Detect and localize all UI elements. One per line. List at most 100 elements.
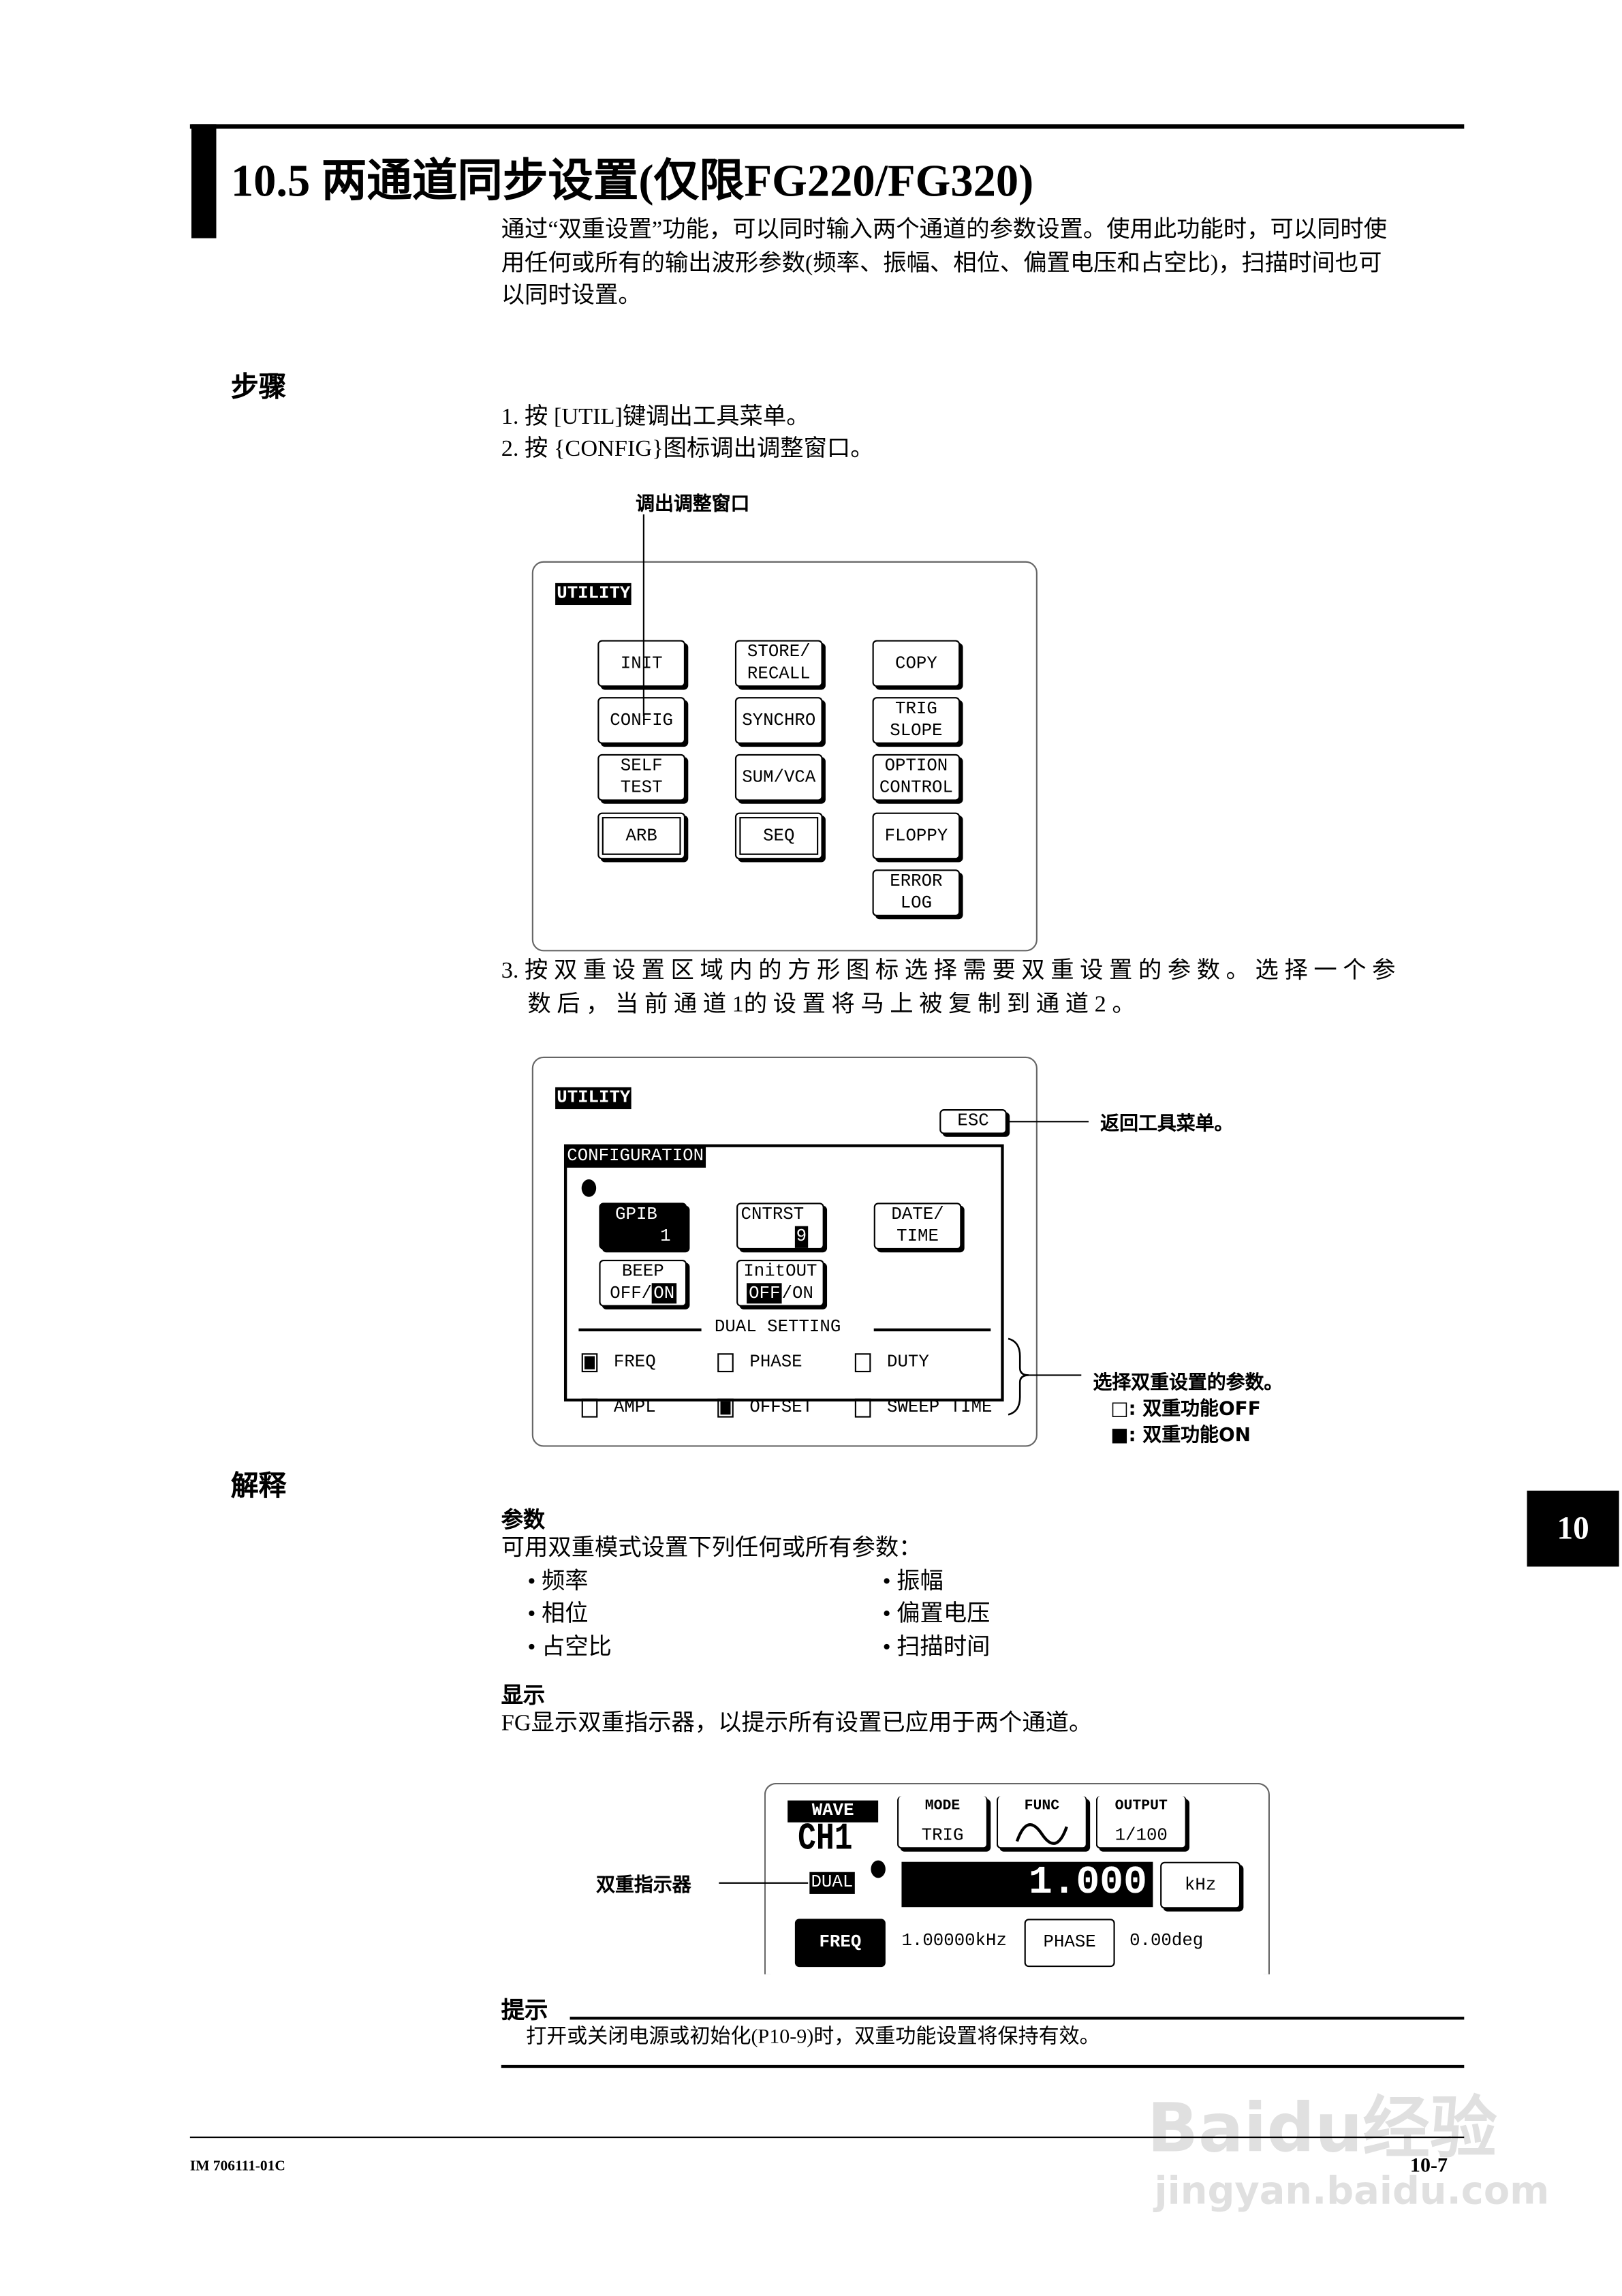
dual-option-label: DUTY (887, 1352, 929, 1373)
seq-button[interactable]: SEQ (734, 812, 823, 860)
note-rule-top (570, 2017, 1465, 2019)
channel-label: CH1 (798, 1816, 853, 1861)
value-display[interactable]: 1.000 (901, 1861, 1153, 1908)
knob-indicator-icon (871, 1860, 886, 1878)
func-label: FUNC (1024, 1799, 1060, 1816)
dual-callout-line (719, 1882, 809, 1884)
mode-label: MODE (924, 1799, 961, 1816)
watermark-url: jingyan.baidu.com (1154, 2170, 1550, 2214)
dual-indicator: DUAL (809, 1872, 855, 1894)
utility-title: UTILITY (555, 583, 632, 606)
dual-sweep-time-checkbox[interactable] (854, 1398, 871, 1418)
sine-wave-icon (1015, 1823, 1068, 1845)
freq-button[interactable]: FREQ (794, 1919, 886, 1968)
param-item: • 振幅 (882, 1569, 943, 1595)
config-button[interactable]: CONFIG (597, 697, 686, 744)
intro-line-1: 通过“双重设置”功能，可以同时输入两个通道的参数设置。使用此功能时，可以同时使 (501, 217, 1388, 243)
top-rule (189, 124, 1465, 129)
section-marker-bar (191, 124, 217, 238)
phase-label: PHASE (1043, 1932, 1096, 1953)
params-text: 可用双重模式设置下列任何或所有参数： (501, 1536, 922, 1561)
init-out-label: InitOUT (743, 1261, 817, 1282)
mode-value: TRIG (921, 1825, 964, 1846)
init-out-off-selected: OFF (747, 1283, 782, 1304)
store-recall-button[interactable]: STORE/RECALL (734, 640, 823, 687)
wave-label: WAVE (787, 1800, 879, 1822)
copy-button[interactable]: COPY (872, 640, 961, 687)
knob-indicator-icon (581, 1179, 597, 1197)
func-button[interactable]: FUNC (996, 1796, 1087, 1849)
synchro-button[interactable]: SYNCHRO (734, 697, 823, 744)
params-heading: 参数 (501, 1506, 546, 1534)
dual-phase-checkbox[interactable] (717, 1353, 734, 1373)
gpib-value: 1 (660, 1226, 671, 1247)
note-rule-bottom (501, 2064, 1465, 2068)
esc-label: ESC (957, 1111, 989, 1132)
button-label: STORE/ (747, 641, 811, 662)
param-item: • 相位 (527, 1601, 589, 1627)
config-callout: 调出调整窗口 (636, 494, 750, 516)
button-label: CONTROL (879, 777, 953, 798)
button-label: LOG (900, 893, 933, 914)
watermark-logo: Baidu经验 (1147, 2088, 1497, 2168)
footer-rule (189, 2136, 1465, 2139)
button-label: SYNCHRO (742, 709, 816, 730)
param-item: • 频率 (527, 1569, 589, 1595)
contrast-value: 9 (794, 1226, 809, 1248)
floppy-button[interactable]: FLOPPY (872, 812, 961, 860)
explanation-heading: 解释 (230, 1470, 287, 1503)
date-time-button[interactable]: DATE/TIME (873, 1203, 962, 1250)
dual-callout: 选择双重设置的参数。 (1093, 1372, 1283, 1395)
button-label: ARB (625, 824, 657, 846)
config-screen-title: UTILITY (555, 1087, 632, 1110)
init-button[interactable]: INIT (597, 640, 686, 687)
button-label: SLOPE (890, 720, 943, 741)
phase-button[interactable]: PHASE (1024, 1919, 1115, 1968)
button-label: TRIG (895, 698, 937, 719)
beep-off: OFF (610, 1283, 642, 1304)
display-text: FG显示双重指示器，以提示所有设置已应用于两个通道。 (501, 1711, 1093, 1737)
dual-freq-checkbox[interactable] (581, 1353, 598, 1373)
dual-duty-checkbox[interactable] (854, 1353, 871, 1373)
button-label: CONFIG (610, 709, 674, 730)
init-out-sep: / (781, 1283, 793, 1304)
button-label: SELF (620, 755, 663, 776)
mode-button[interactable]: MODE TRIG (897, 1796, 988, 1849)
callout-line (642, 514, 644, 717)
arb-button[interactable]: ARB (597, 812, 686, 860)
dual-option-label: AMPL (613, 1397, 656, 1418)
beep-on-selected: ON (652, 1283, 676, 1304)
utility-screen: UTILITY INIT STORE/RECALL COPY CONFIG SYNCHR… (531, 561, 1038, 952)
param-item: • 偏置电压 (882, 1601, 991, 1627)
output-value: 1/100 (1114, 1825, 1168, 1846)
step-1: 1. 按 [UTIL]键调出工具菜单。 (501, 405, 810, 430)
time-label: TIME (896, 1226, 939, 1247)
sum-vca-button[interactable]: SUM/VCA (734, 754, 823, 801)
chapter-tab: 10 (1527, 1490, 1619, 1567)
button-label: ERROR (890, 871, 943, 892)
step-3-line-2: 数 后 ， 当 前 通 道 1的 设 置 将 马 上 被 复 制 到 通 道 2… (527, 992, 1136, 1017)
unit-button[interactable]: kHz (1160, 1861, 1241, 1909)
intro-line-3: 以同时设置。 (501, 283, 642, 309)
section-title: 10.5 两通道同步设置(仅限FG220/FG320) (230, 155, 1034, 206)
dual-offset-checkbox[interactable] (717, 1398, 734, 1418)
phase-value: 0.00deg (1129, 1930, 1204, 1951)
button-label: FLOPPY (884, 824, 948, 846)
note-heading: 提示 (501, 1996, 548, 2024)
unit-label: kHz (1184, 1874, 1217, 1895)
dual-ampl-checkbox[interactable] (581, 1398, 598, 1418)
esc-button[interactable]: ESC (939, 1109, 1007, 1134)
